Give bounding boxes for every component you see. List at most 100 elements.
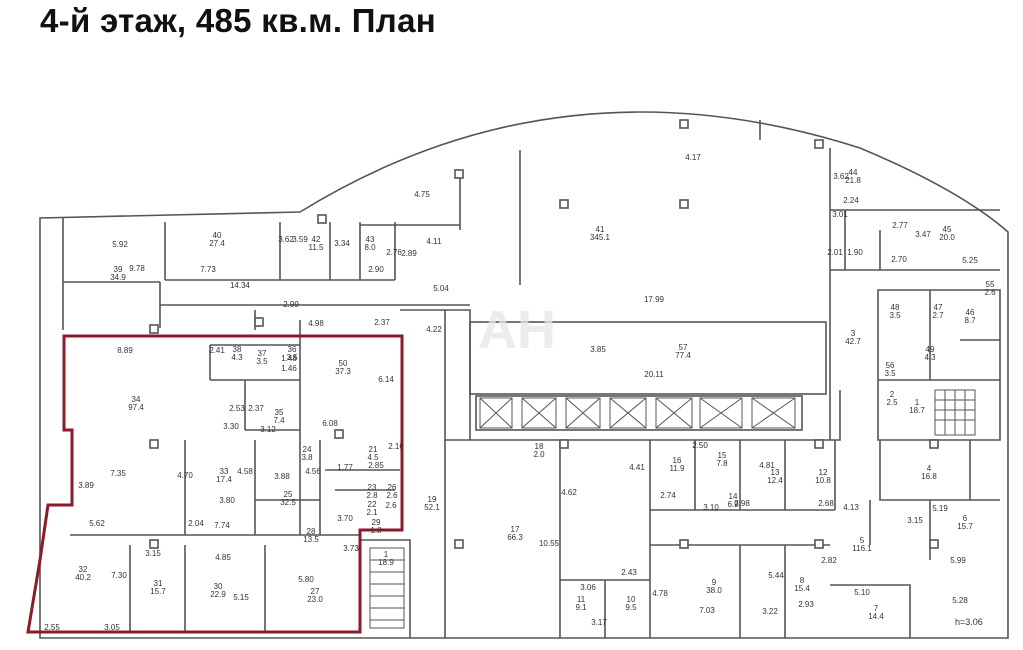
room-area: 4.3: [231, 353, 243, 362]
page-title: 4-й этаж, 485 кв.м. План: [40, 2, 436, 39]
room-area: 12.4: [767, 476, 783, 485]
dimension-label: 2.74: [660, 491, 676, 500]
room-number: 13: [771, 468, 780, 477]
wall: [877, 289, 1001, 560]
dimension-label: 2.41: [209, 346, 225, 355]
dimension-label: 4.81: [759, 461, 775, 470]
room-area: 42.7: [845, 337, 861, 346]
room-area: 16.8: [921, 472, 937, 481]
dimension-label: 4.70: [177, 471, 193, 480]
room-area: 15.4: [794, 584, 810, 593]
dimension-label: 3.59: [292, 235, 308, 244]
height-label: h=3.06: [955, 617, 983, 627]
dimension-label: 3.12: [260, 425, 276, 434]
dimension-label: 5.15: [233, 593, 249, 602]
room-area: 2.0: [533, 450, 545, 459]
dimension-label: 2.37: [248, 404, 264, 413]
dimension-label: 3.06: [580, 583, 596, 592]
dimension-label: 3.30: [223, 422, 239, 431]
wall: [160, 304, 471, 440]
room-area: 2.8: [366, 491, 378, 500]
dimension-label: 3.73: [343, 544, 359, 553]
room-area: 11.9: [670, 464, 686, 473]
room-number: 34: [132, 395, 141, 404]
dimension-label: 1.48: [281, 354, 297, 363]
dimension-label: 5.92: [112, 240, 128, 249]
room-number: 14: [729, 492, 738, 501]
dimension-label: 2.24: [843, 196, 859, 205]
room-area: 3.5: [889, 311, 901, 320]
dimension-label: 5.99: [950, 556, 966, 565]
dimension-label: 4.75: [414, 190, 430, 199]
dimension-label: 3.15: [907, 516, 923, 525]
room-number: 16: [673, 456, 682, 465]
room-area: 97.4: [128, 403, 144, 412]
dimension-label: 6.14: [378, 375, 394, 384]
room-area: 3.5: [286, 353, 298, 362]
room-area: 20.0: [939, 233, 955, 242]
room-number: 5: [860, 536, 865, 545]
room-number: 6: [963, 514, 968, 523]
dimension-label: 4.78: [652, 589, 668, 598]
room-number: 47: [934, 303, 943, 312]
dimension-label: 4.11: [427, 237, 443, 246]
dimension-label: 2.50: [692, 441, 708, 450]
dimension-label: 3.17: [591, 618, 607, 627]
dimension-label: 4.85: [215, 553, 231, 562]
room-area: 2.1: [366, 508, 378, 517]
room-number: 3: [851, 329, 856, 338]
dimension-label: 3.62: [278, 235, 294, 244]
dimension-label: 2.37: [374, 318, 390, 327]
dimension-label: 2.01: [827, 248, 843, 257]
dimension-label: 2.89: [401, 249, 417, 258]
room-number: 1: [915, 398, 920, 407]
room-area: 40.2: [75, 573, 91, 582]
dimension-label: 7.35: [110, 469, 126, 478]
room-area: 3.5: [884, 369, 896, 378]
dimension-label: 1.46: [281, 364, 297, 373]
room-number: 24: [303, 445, 312, 454]
room-area: 2.7: [932, 311, 944, 320]
room-number: 39: [114, 265, 123, 274]
room-area: 2.5: [886, 398, 898, 407]
dimension-label: 4.22: [426, 325, 442, 334]
wall: [360, 120, 1000, 320]
room-number: 4: [927, 464, 932, 473]
dimension-label: 2.43: [621, 568, 637, 577]
dimension-label: 5.62: [89, 519, 105, 528]
dimension-label: 3.80: [219, 496, 235, 505]
room-area: 15.7: [957, 522, 973, 531]
dimension-label: 2.77: [892, 221, 908, 230]
room-area: 34.9: [110, 273, 126, 282]
dimension-label: 3.70: [337, 514, 353, 523]
room-area: 21.8: [845, 176, 861, 185]
dimension-label: 6.08: [322, 419, 338, 428]
dimension-label: 3.85: [590, 345, 606, 354]
dimension-label: 3.88: [274, 472, 290, 481]
room-area: 8.0: [364, 243, 376, 252]
room-number: 11: [577, 595, 586, 604]
room-number: 36: [288, 345, 297, 354]
room-area: 17.4: [216, 475, 232, 484]
room-number: 22: [368, 500, 377, 509]
room-area: 18.9: [378, 558, 394, 567]
room-area: 7.8: [716, 459, 728, 468]
room-area: 1.8: [370, 526, 382, 535]
room-number: 10: [627, 595, 636, 604]
room-number: 31: [154, 579, 163, 588]
dimension-label: 5.44: [768, 571, 784, 580]
room-number: 56: [886, 361, 895, 370]
room-number: 21: [369, 445, 378, 454]
wall: [70, 320, 411, 638]
dimension-label: 3.34: [334, 239, 350, 248]
room-number: 17: [511, 525, 520, 534]
watermark: AH: [478, 300, 556, 360]
room-area: 9.1: [575, 603, 587, 612]
dimension-label: 4.62: [561, 488, 577, 497]
dimension-label: 4.58: [237, 467, 253, 476]
dimension-label: 5.04: [433, 284, 449, 293]
room-area: 3.8: [301, 453, 313, 462]
room-number: 55: [986, 280, 995, 289]
room-area: 116.1: [852, 544, 872, 553]
room-number: 12: [819, 468, 828, 477]
